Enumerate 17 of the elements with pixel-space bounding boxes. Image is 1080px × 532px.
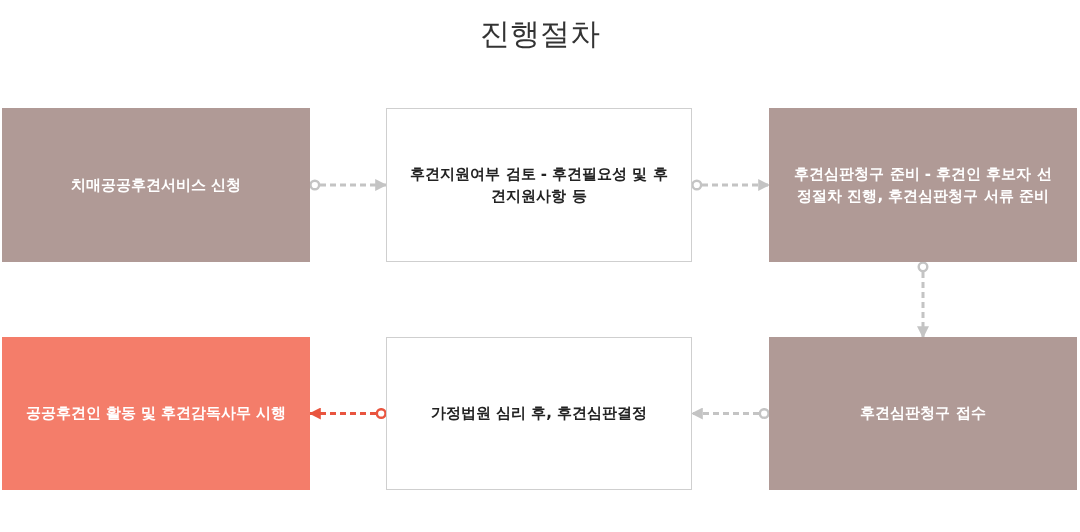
box-text: 치매공공후견서비스 신청 xyxy=(70,174,242,196)
dashed-arrow xyxy=(690,407,770,420)
dashed-arrow xyxy=(917,261,929,339)
process-box xyxy=(769,108,1077,262)
box-text: 후견심판청구 접수 xyxy=(860,403,986,425)
process-box xyxy=(2,337,310,490)
process-box xyxy=(2,108,310,262)
dashed-arrow xyxy=(691,179,771,191)
box-text: 가정법원 심리 후, 후견심판결정 xyxy=(430,403,648,425)
box-text: 후견심판청구 준비 - 후견인 후보자 선정절차 진행, 후견심판청구 서류 준비 xyxy=(793,163,1053,207)
diagram-title: 진행절차 xyxy=(480,15,600,53)
process-box xyxy=(769,337,1077,490)
process-box xyxy=(386,337,692,490)
box-text: 공공후견인 활동 및 후견감독사무 시행 xyxy=(25,403,287,425)
process-box xyxy=(386,108,692,262)
box-text: 후견지원여부 검토 - 후견필요성 및 후견지원사항 등 xyxy=(409,163,669,207)
dashed-arrow xyxy=(309,179,388,191)
